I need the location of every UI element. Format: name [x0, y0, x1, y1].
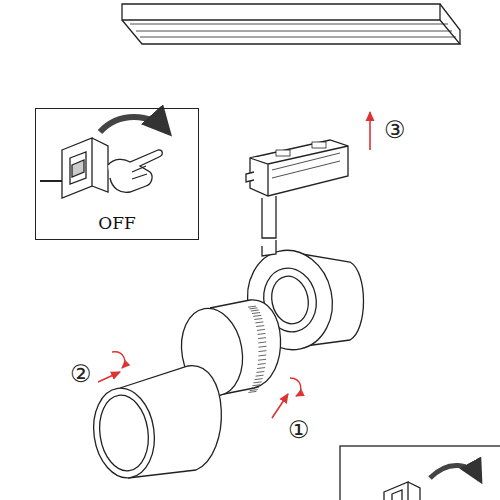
callout-number: ①	[288, 418, 310, 442]
front-ring	[88, 366, 221, 482]
push-arrow	[272, 394, 288, 418]
push-arrow	[98, 372, 120, 382]
switch-state-text: OFF	[36, 213, 198, 233]
up-arrow	[369, 112, 371, 150]
track-rail	[122, 4, 460, 44]
twist-arrow	[290, 378, 301, 396]
switch-off-icon	[40, 117, 168, 198]
track-adapter	[246, 140, 348, 238]
inset-panel: OFF	[35, 108, 199, 240]
callout-number: ③	[384, 118, 406, 142]
switch-on-inset	[340, 446, 500, 500]
twist-arrow	[112, 352, 125, 368]
callout-number: ②	[70, 362, 92, 386]
